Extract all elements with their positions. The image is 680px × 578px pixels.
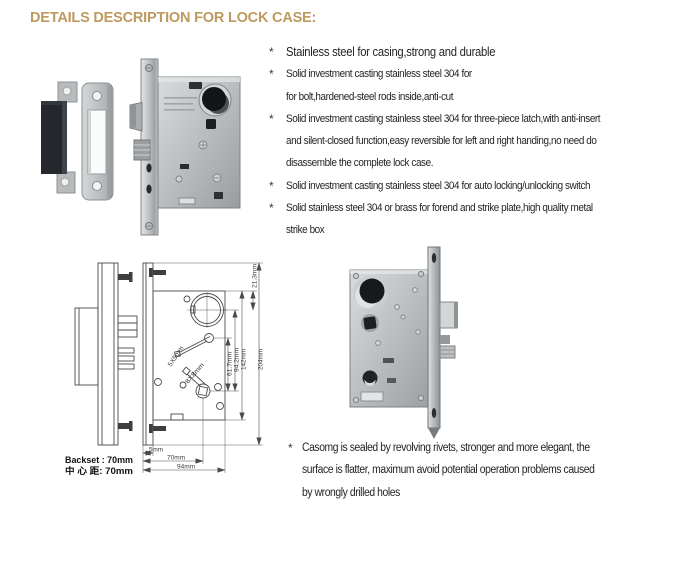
strike-dust-box: [41, 81, 78, 194]
feature-text: and silent-closed function,easy reversib…: [286, 135, 597, 148]
bullet-marker: *: [288, 441, 293, 455]
photo-lock-case-back: [349, 246, 458, 439]
bullet-marker: *: [269, 178, 274, 193]
list-item: * Solid investment casting stainless ste…: [262, 175, 676, 197]
page-title: DETAILS DESCRIPTION FOR LOCK CASE:: [30, 10, 317, 26]
strike-plate: [81, 82, 114, 201]
note-text: surface is flatter, maximum avoid potent…: [302, 464, 595, 477]
technical-drawing: 5X5mm 8X8mm 61.7mm: [65, 262, 265, 476]
dim-61-7: 61.7mm: [227, 352, 234, 376]
dim-21-3: 21.3mm: [252, 264, 259, 288]
dim-5mm: 5mm: [149, 447, 163, 454]
note-text: Casomg is sealed by revolving rivets, st…: [302, 442, 590, 454]
feature-text: disassemble the complete lock case.: [286, 157, 434, 170]
bullet-marker: *: [269, 201, 274, 216]
feature-text: Stainless steel for casing,strong and du…: [286, 45, 496, 59]
bullet-marker: *: [269, 111, 274, 126]
dim-70mm: 70mm: [167, 455, 185, 462]
note-text: by wrongly drilled holes: [302, 486, 400, 499]
bullet-marker: *: [269, 45, 274, 59]
list-item: * Solid investment casting stainless ste…: [262, 108, 676, 175]
feature-text: for bolt,hardened-steel rods inside,anti…: [286, 90, 454, 103]
drawing-side-view: [74, 262, 138, 446]
photo-lock-parts: [41, 58, 241, 236]
feature-text: Solid stainless steel 304 or brass for f…: [286, 202, 593, 215]
lock-case-front-photo: [129, 58, 241, 236]
feature-list: * Stainless steel for casing,strong and …: [262, 41, 676, 242]
drawing-dimensions: 61.7mm 94.2mm 142mm 21.3mm 204mm 5mm 70m…: [65, 262, 265, 476]
feature-text: Solid investment casting stainless steel…: [286, 179, 591, 192]
square-5x5-label: 5X5mm: [167, 345, 186, 368]
feature-text: Solid investment casting stainless steel…: [286, 68, 472, 81]
feature-text: strike box: [286, 224, 325, 237]
bullet-marker: *: [269, 67, 274, 82]
list-item: * Stainless steel for casing,strong and …: [262, 41, 676, 63]
center-distance-label: 中 心 距: 70mm: [65, 465, 133, 476]
note: * Casomg is sealed by revolving rivets, …: [288, 437, 673, 504]
feature-text: Solid investment casting stainless steel…: [286, 112, 601, 125]
dim-142: 142mm: [241, 349, 248, 370]
backset-label: Backset : 70mm: [65, 455, 133, 465]
list-item: * Solid investment casting stainless ste…: [262, 63, 676, 108]
dim-94mm: 94mm: [177, 464, 195, 471]
lock-case-back-body: [349, 269, 429, 408]
dim-94-2: 94.2mm: [234, 348, 241, 372]
drawing-front-view: 5X5mm 8X8mm: [142, 262, 227, 446]
lock-case-back-forend: [427, 246, 458, 439]
list-item: * Solid stainless steel 304 or brass for…: [262, 197, 676, 242]
dim-204: 204mm: [258, 349, 265, 370]
